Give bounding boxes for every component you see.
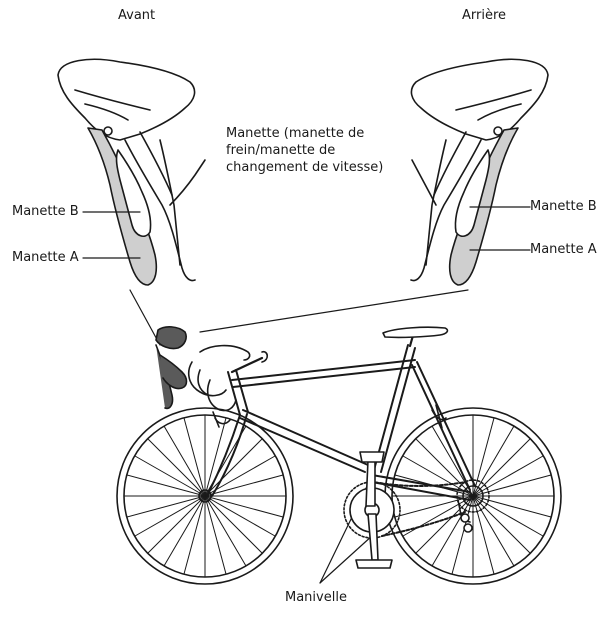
front-lever-hood bbox=[58, 59, 195, 140]
front-title-label: Avant bbox=[118, 8, 155, 24]
bike-shift-lever bbox=[156, 327, 187, 409]
bicycle-drawing bbox=[117, 327, 561, 584]
front-lever-a-label: Manette A bbox=[12, 250, 79, 266]
front-lever-pivot bbox=[104, 127, 112, 135]
crankset bbox=[344, 452, 400, 568]
front-shift-lever-drawing bbox=[58, 59, 205, 285]
rear-title-label: Arrière bbox=[462, 8, 506, 24]
rear-wheel bbox=[385, 408, 561, 584]
rear-lever-b-label: Manette B bbox=[530, 199, 597, 215]
rear-lever-a-label: Manette A bbox=[530, 242, 597, 258]
saddle bbox=[383, 327, 447, 346]
front-wheel bbox=[117, 408, 293, 584]
lever-label-line1: Manette (manette de bbox=[226, 126, 364, 142]
front-lever-b-label: Manette B bbox=[12, 204, 79, 220]
lever-label-line2: frein/manette de bbox=[226, 143, 335, 159]
rear-shift-lever-drawing bbox=[411, 59, 548, 285]
rear-lever-hood bbox=[411, 59, 548, 140]
rear-lever-pivot bbox=[494, 127, 502, 135]
lever-label-line3: changement de vitesse) bbox=[226, 160, 383, 176]
bike-frame bbox=[208, 345, 475, 500]
crank-label: Manivelle bbox=[285, 590, 347, 606]
